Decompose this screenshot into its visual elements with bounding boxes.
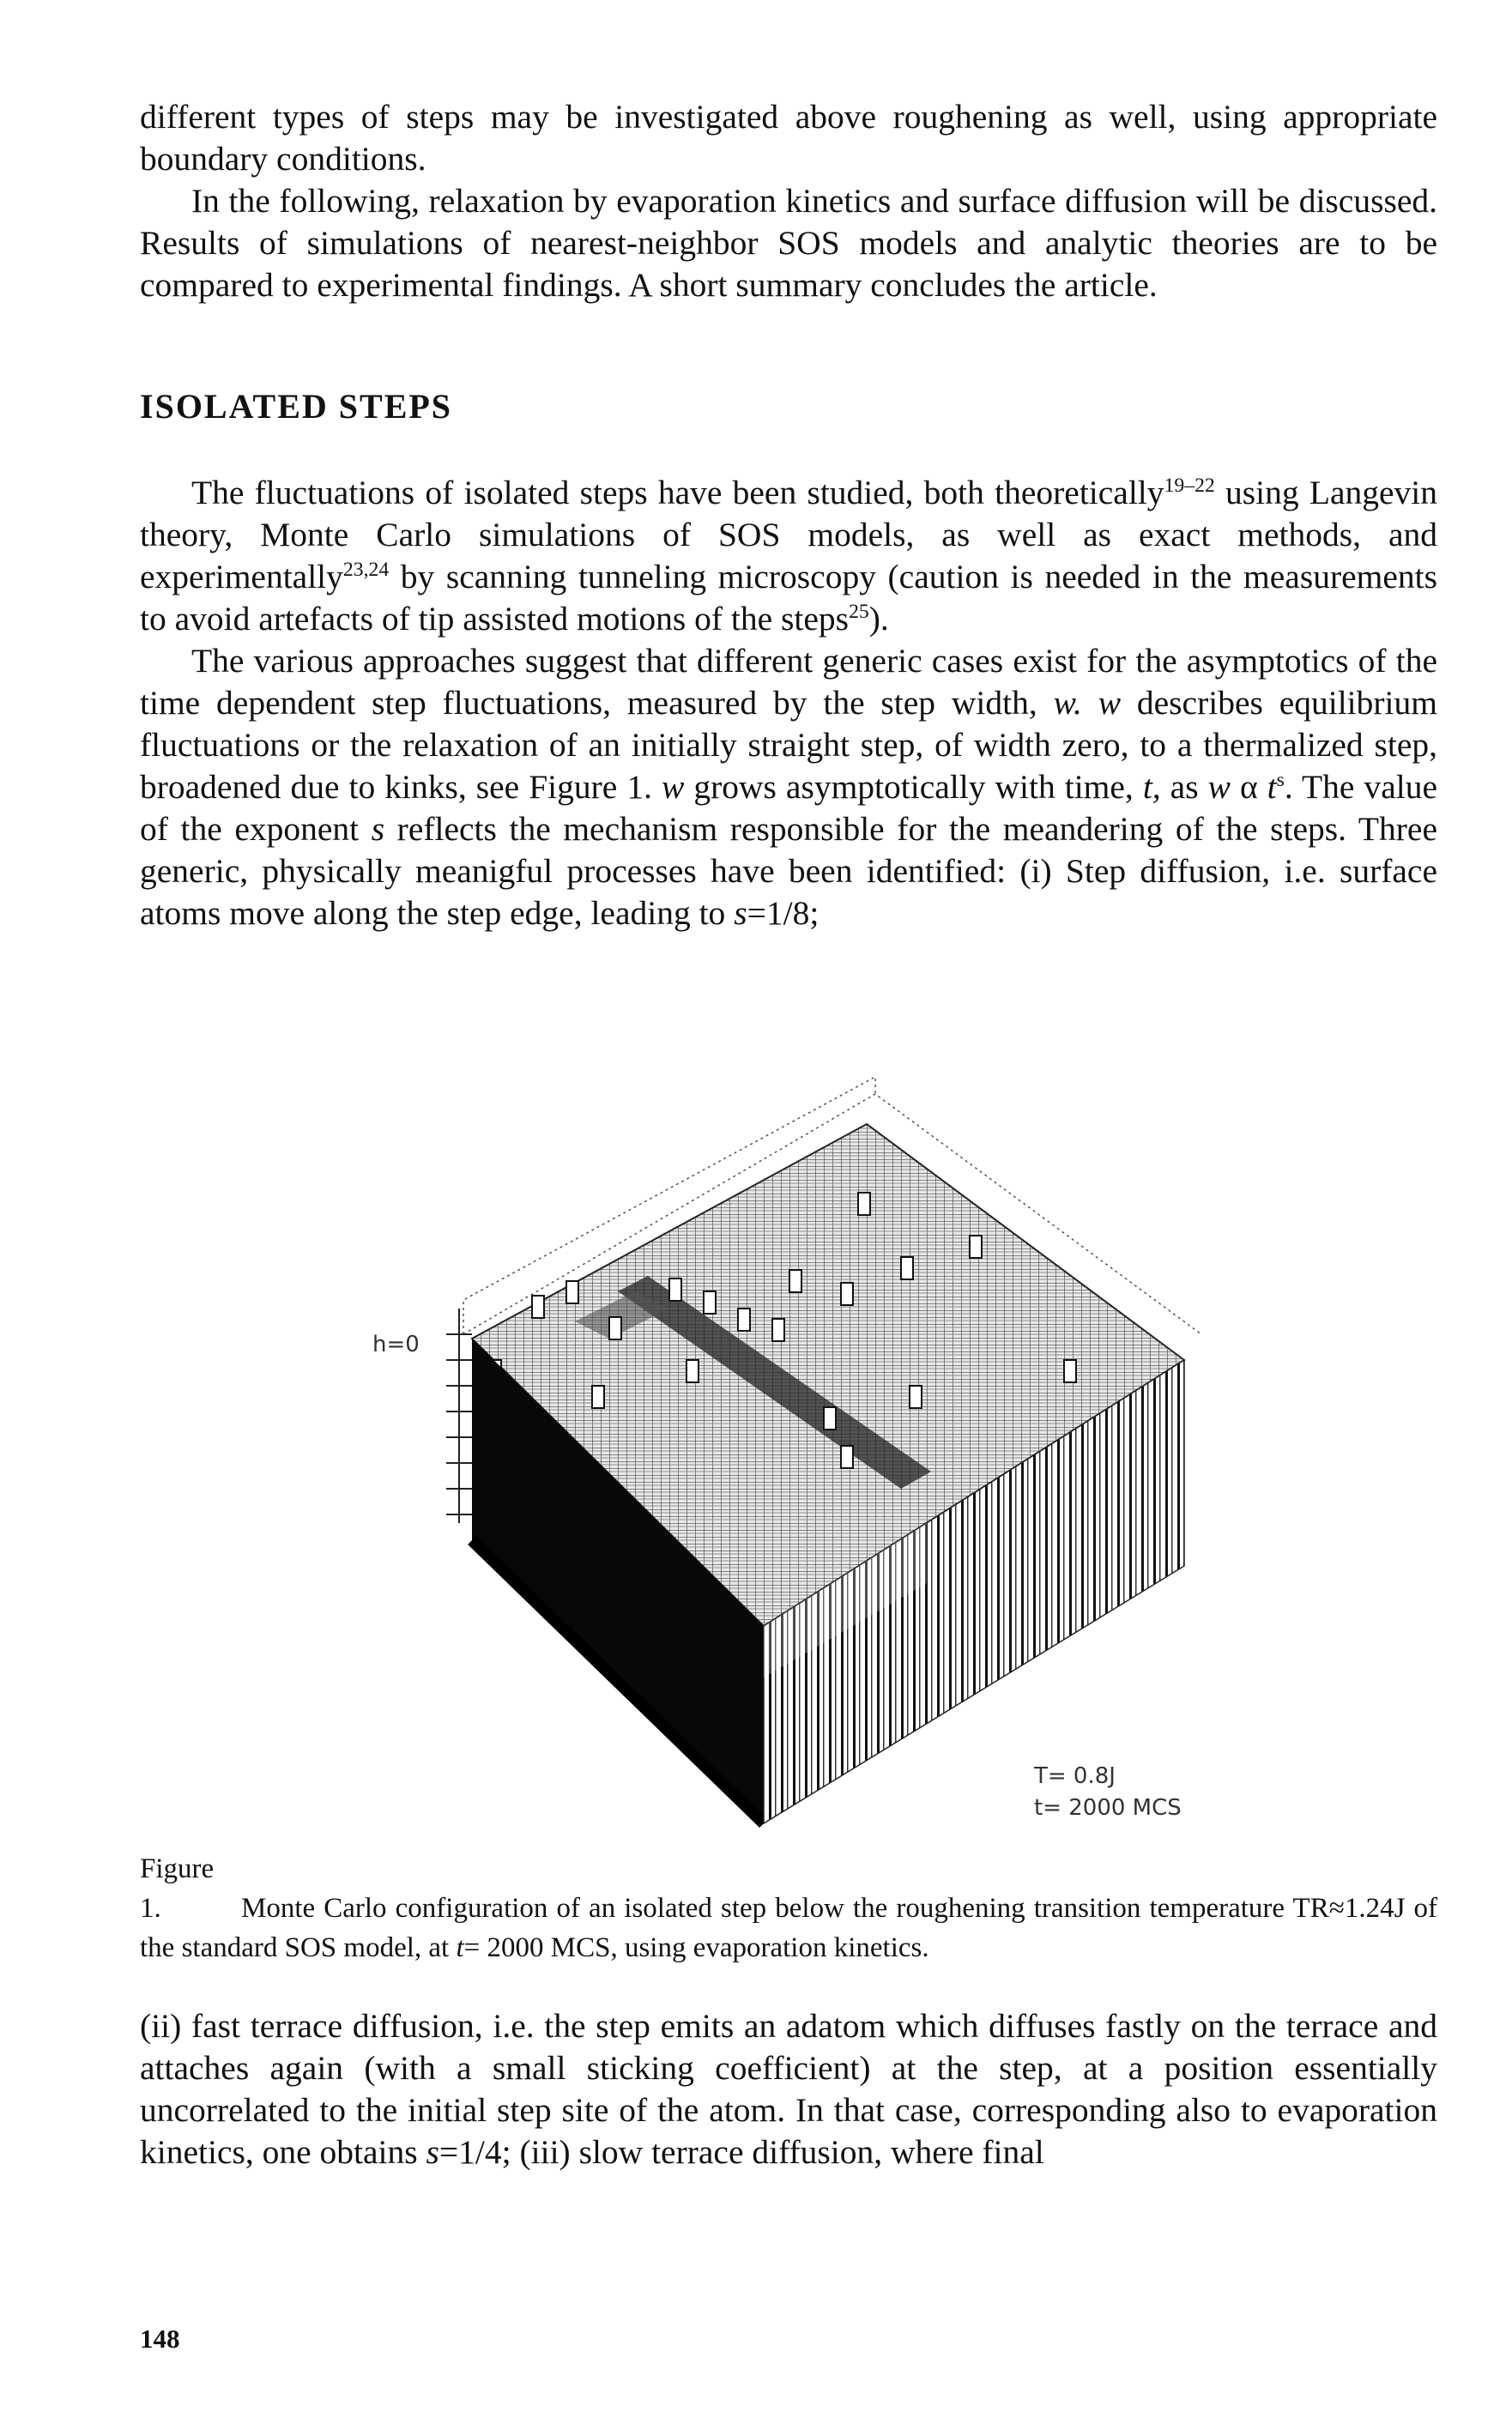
bottom-text: (ii) fast terrace diffusion, i.e. the st… (140, 2005, 1437, 2173)
step-edge (618, 1276, 931, 1489)
label-time: t= 2000 MCS (1034, 1795, 1182, 1821)
page-number: 148 (140, 2324, 180, 2354)
bounding-box-edge (463, 1075, 876, 1334)
paragraph-terrace-diffusion: (ii) fast terrace diffusion, i.e. the st… (140, 2007, 1437, 2171)
caption-label: Figure 1. (140, 1853, 215, 1924)
left-face (472, 1339, 764, 1823)
paragraph-boundary-conditions: different types of steps may be investig… (140, 98, 1437, 178)
monte-carlo-illustration: h=0 T= 0.8J t= 2000 MCS (372, 1075, 1202, 1829)
label-temperature: T= 0.8J (1033, 1763, 1116, 1789)
ref-superscript: 25 (849, 600, 869, 623)
ref-superscript: 19–22 (1164, 474, 1215, 497)
paragraph-following: In the following, relaxation by evaporat… (140, 182, 1437, 304)
section-text: The fluctuations of isolated steps have … (140, 472, 1437, 934)
right-face (763, 1358, 1185, 1825)
paragraph-approaches: The various approaches suggest that diff… (140, 642, 1438, 932)
bounding-box-edge (463, 1093, 1202, 1335)
paragraph-fluctuations: The fluctuations of isolated steps have … (140, 474, 1437, 638)
section-heading: ISOLATED STEPS (140, 387, 453, 426)
figure-monte-carlo: h=0 T= 0.8J t= 2000 MCS (360, 1075, 1210, 1832)
height-axis (446, 1309, 472, 1523)
figure-caption: Figure 1.Monte Carlo configuration of an… (140, 1849, 1437, 1968)
label-height-zero: h=0 (372, 1332, 420, 1357)
intro-text: different types of steps may be investig… (140, 96, 1437, 306)
ref-superscript: 23,24 (342, 558, 390, 581)
